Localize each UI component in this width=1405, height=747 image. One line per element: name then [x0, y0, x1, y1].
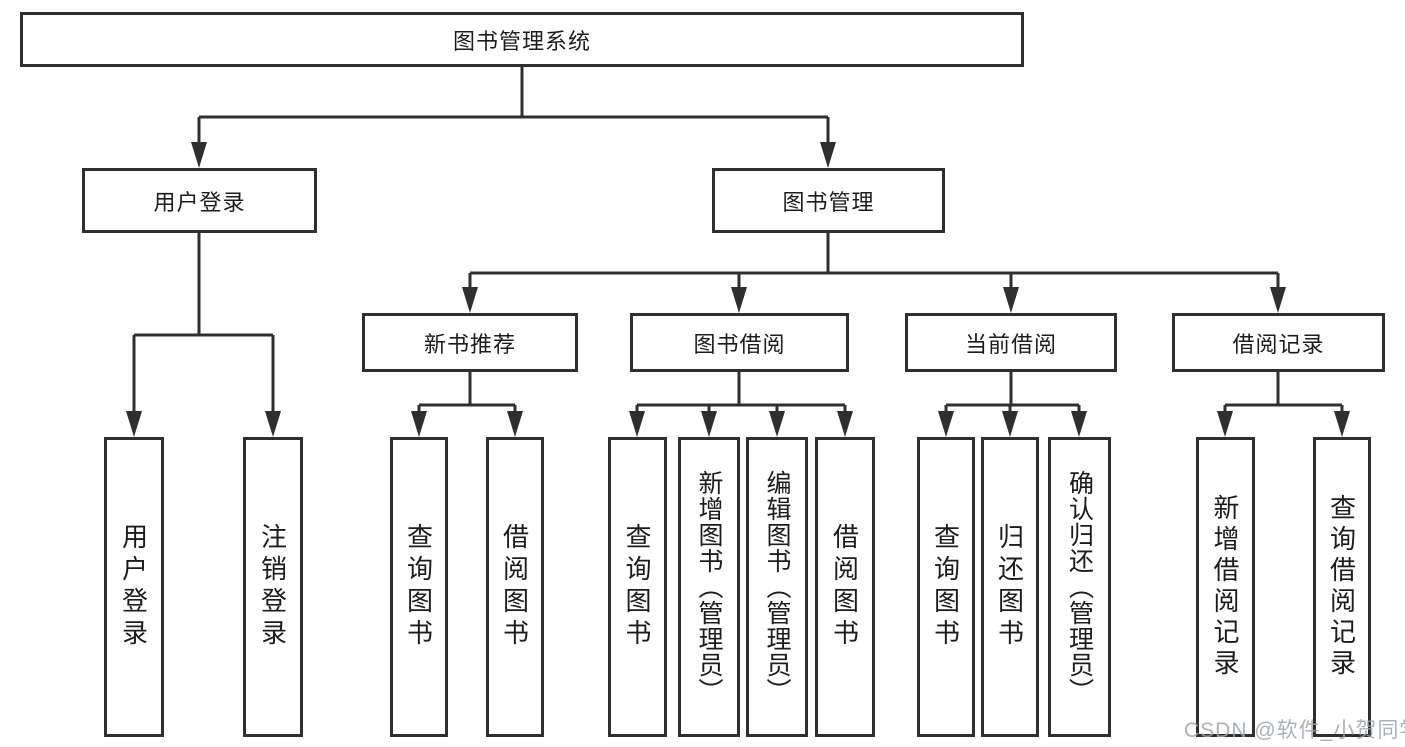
node-book-management: 图书管理 [712, 168, 945, 233]
leaf-label: 用户登录 [118, 523, 149, 651]
leaf-label: 编辑图书（管理员） [763, 470, 791, 704]
node-book-borrow: 图书借阅 [630, 313, 849, 372]
leaf-label: 借阅图书 [499, 523, 530, 651]
leaf-user-login: 用户登录 [104, 437, 164, 737]
node-label: 图书借阅 [693, 331, 786, 357]
leaf-borrow-books: 借阅图书 [815, 437, 875, 737]
leaf-borrow-books-recommend: 借阅图书 [486, 437, 544, 737]
csdn-watermark: CSDN @软件_小贺同学 [1184, 719, 1405, 742]
leaf-return-books: 归还图书 [981, 437, 1039, 737]
leaf-add-books-admin: 新增图书（管理员） [678, 437, 740, 737]
leaf-query-books-current: 查询图书 [917, 437, 975, 737]
node-label: 借阅记录 [1232, 331, 1325, 357]
node-label: 图书管理系统 [452, 28, 591, 54]
leaf-label: 注销登录 [257, 523, 288, 651]
leaf-label: 新增借阅记录 [1210, 494, 1240, 680]
node-new-book-recommend: 新书推荐 [362, 313, 578, 372]
leaf-label: 查询图书 [930, 523, 961, 651]
leaf-query-borrow-record: 查询借阅记录 [1313, 437, 1371, 737]
node-library-management-system: 图书管理系统 [20, 12, 1024, 67]
leaf-label: 查询图书 [403, 523, 434, 651]
node-label: 用户登录 [153, 189, 246, 215]
node-current-borrow: 当前借阅 [905, 313, 1117, 372]
node-borrow-records: 借阅记录 [1172, 313, 1385, 372]
node-user-login: 用户登录 [82, 168, 317, 233]
leaf-label: 借阅图书 [829, 523, 860, 651]
leaf-label: 查询图书 [622, 523, 652, 651]
leaf-label: 确认归还（管理员） [1065, 470, 1094, 704]
leaf-label: 查询借阅记录 [1326, 494, 1357, 680]
leaf-logout: 注销登录 [243, 437, 303, 737]
node-label: 新书推荐 [423, 331, 516, 357]
leaf-label: 新增图书（管理员） [695, 470, 723, 704]
node-label: 图书管理 [782, 189, 875, 215]
leaf-query-books: 查询图书 [608, 437, 667, 737]
node-label: 当前借阅 [964, 331, 1057, 357]
leaf-edit-books-admin: 编辑图书（管理员） [746, 437, 808, 737]
leaf-label: 归还图书 [994, 523, 1025, 651]
leaf-add-borrow-record: 新增借阅记录 [1196, 437, 1255, 737]
leaf-query-books-recommend: 查询图书 [390, 437, 448, 737]
arrowhead-icons [126, 142, 1350, 437]
leaf-confirm-return-admin: 确认归还（管理员） [1048, 437, 1111, 737]
